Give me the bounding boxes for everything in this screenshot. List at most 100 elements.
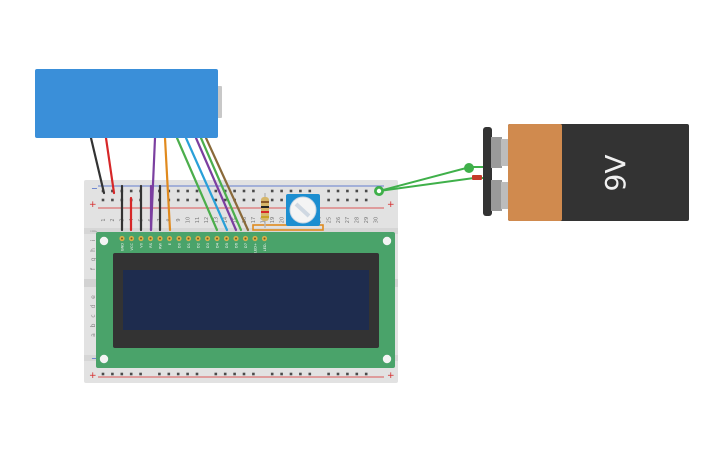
column-number: 12	[204, 217, 210, 223]
wire-brown[interactable]	[204, 136, 250, 232]
lcd-pin-label: D7	[244, 243, 248, 248]
lcd-pin-hole	[206, 237, 209, 240]
battery-lead-red-tip	[472, 175, 482, 180]
lcd-pin-hole	[197, 237, 199, 240]
breadboard-hole	[289, 372, 293, 376]
breadboard-hole	[242, 189, 246, 193]
column-number: 13	[214, 217, 220, 223]
breadboard-hole	[167, 372, 171, 376]
breadboard-hole	[214, 198, 218, 202]
breadboard-hole	[327, 372, 330, 376]
battery-snap-connector	[483, 127, 492, 216]
microcontroller-body[interactable]	[35, 69, 218, 138]
wire-green[interactable]	[199, 136, 243, 232]
lcd-pin-label: E	[168, 242, 172, 245]
column-number: 10	[185, 217, 191, 223]
lcd-pin-hole	[235, 237, 237, 240]
row-letter: d	[90, 304, 97, 308]
breadboard-hole	[186, 372, 189, 376]
lcd-pin-label: VCC	[130, 243, 134, 251]
breadboard-hole	[355, 198, 359, 202]
lcd-pin-hole	[225, 237, 228, 240]
breadboard-hole	[214, 372, 218, 376]
wire-green[interactable]	[175, 136, 219, 232]
lcd-pin-hole	[149, 237, 152, 240]
lcd-pin-label: D1	[187, 243, 191, 248]
lcd-pin-label: GND	[120, 243, 124, 251]
wire-purple[interactable]	[194, 136, 238, 232]
lcd-pin-hole	[244, 237, 247, 240]
breadboard-hole	[308, 189, 312, 193]
lcd-pin-label: LED+	[253, 243, 257, 253]
breadboard-hole	[355, 189, 359, 193]
breadboard-hole	[270, 198, 274, 202]
resistor-band-3	[261, 211, 269, 213]
breadboard-hole	[327, 189, 330, 193]
lcd-pin-hole	[140, 237, 142, 240]
breadboard-hole	[223, 372, 227, 376]
top-rail-plus-label: +	[89, 200, 97, 210]
row-letter: i	[90, 239, 97, 241]
breadboard-hole	[195, 189, 199, 193]
breadboard-hole	[176, 372, 180, 376]
wire-black[interactable]	[89, 136, 106, 195]
row-letter: h	[90, 248, 97, 252]
column-number: 26	[336, 217, 342, 223]
lcd-pin-hole	[187, 237, 190, 240]
breadboard-hole	[346, 372, 349, 376]
column-number: 15	[232, 217, 238, 223]
breadboard-hole	[242, 372, 246, 376]
lcd-screen	[123, 270, 369, 330]
battery-label: 9V	[599, 155, 632, 192]
battery-9v[interactable]: 9V	[483, 124, 689, 221]
wire-red[interactable]	[104, 136, 116, 195]
column-number: 17	[251, 217, 257, 223]
column-number: 1	[101, 218, 107, 221]
lcd-pin-hole	[130, 237, 133, 240]
resistor-band-4	[261, 216, 269, 218]
breadboard-hole	[214, 189, 218, 193]
lcd-pin-label: D2	[196, 243, 200, 248]
column-number: 20	[279, 217, 285, 223]
breadboard-hole	[223, 198, 227, 202]
lcd-pin-hole	[159, 237, 161, 240]
battery-terminal-bottom-cap	[501, 182, 510, 209]
resistor[interactable]	[261, 193, 269, 228]
bottom-rail-minus-label: −	[91, 354, 98, 363]
row-letter: j	[90, 230, 97, 233]
breadboard-hole	[139, 372, 142, 376]
jumper-wires[interactable]	[89, 136, 250, 232]
breadboard-hole	[111, 198, 114, 202]
column-number: 28	[355, 217, 361, 223]
microcontroller[interactable]	[35, 69, 222, 138]
breadboard-hole	[111, 372, 114, 376]
potentiometer[interactable]	[252, 194, 324, 231]
wire-orange[interactable]	[163, 136, 172, 232]
battery-wires[interactable]	[374, 163, 487, 196]
row-letter: a	[90, 333, 97, 337]
battery-terminal-bottom	[491, 180, 502, 211]
lcd-pin-label: D5	[225, 243, 229, 248]
column-number: 2	[110, 218, 116, 221]
resistor-band-2	[261, 206, 269, 208]
row-letter: c	[90, 314, 97, 317]
breadboard-hole	[355, 372, 359, 376]
breadboard-hole	[336, 198, 340, 202]
breadboard-hole	[233, 189, 236, 193]
lcd-pin-label: D4	[215, 242, 219, 248]
column-number: 14	[223, 217, 229, 223]
lcd-mount-hole-tl	[99, 236, 109, 246]
lcd-mount-hole-bl	[99, 354, 109, 364]
breadboard-hole	[336, 372, 340, 376]
wire-purple[interactable]	[149, 136, 157, 232]
breadboard-hole	[242, 198, 246, 202]
wire-blue[interactable]	[184, 136, 229, 232]
breadboard-hole	[346, 198, 349, 202]
battery-wire-junction	[464, 163, 474, 173]
breadboard-hole	[270, 189, 274, 193]
breadboard-hole	[327, 198, 330, 202]
